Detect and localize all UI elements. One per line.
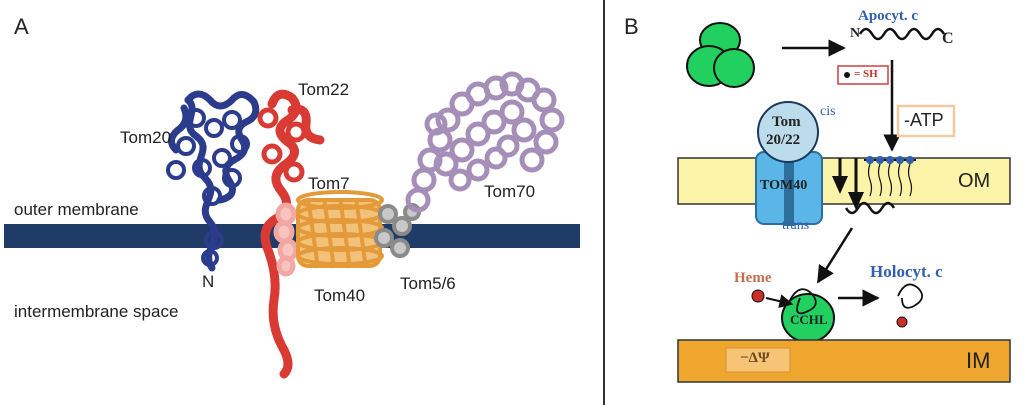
label-trans: trans [782, 218, 810, 233]
label-n-terminus: N [202, 272, 215, 291]
label-im: IM [966, 348, 991, 373]
label-tom-receptor-1: Tom [772, 114, 801, 130]
label-outer-membrane: outer membrane [14, 200, 139, 219]
label-c-term: C [942, 30, 954, 47]
tom56-protein [374, 203, 421, 258]
label-delta-psi: −ΔΨ [740, 350, 770, 366]
label-tom-receptor-2: 20/22 [766, 132, 801, 148]
tom22-coils [257, 107, 307, 183]
tom-receptor [757, 101, 819, 163]
cchl-bound-chain [789, 288, 817, 315]
label-sh: = SH [854, 68, 878, 80]
label-tom20: Tom20 [120, 128, 172, 147]
panel-a: A Tom20 Tom22 Tom7 Tom70 outer membrane … [4, 14, 580, 379]
sh-dot-icon [844, 72, 850, 78]
label-intermembrane-space: intermembrane space [14, 302, 179, 321]
tom22-protein [260, 89, 325, 379]
panel-divider [603, 0, 605, 405]
tom40-channel [784, 150, 794, 226]
label-apocyt: Apocyt. c [858, 8, 918, 24]
panel-a-letter: A [14, 14, 29, 39]
label-tom40-b: TOM40 [760, 178, 808, 193]
delta-psi-box [725, 347, 791, 373]
panel-b-letter: B [624, 14, 639, 39]
label-tom70: Tom70 [484, 182, 536, 201]
ims-chain [844, 201, 896, 215]
ribosome [686, 22, 755, 88]
label-cis: cis [820, 104, 836, 119]
tom7-protein [273, 202, 299, 277]
label-heme: Heme [734, 270, 772, 286]
panel-b-diagram [677, 22, 1011, 383]
panel-b: B Apocyt. c N C = SH -ATP cis Tom 20/22 … [606, 0, 1024, 405]
sh-box [837, 65, 889, 85]
to-cchl-arrow [816, 227, 854, 284]
tom40-barrel [296, 190, 384, 269]
down-arrow-2-icon [848, 192, 864, 210]
label-atp: -ATP [904, 110, 944, 130]
heme-icon [751, 289, 765, 303]
heme-arrow [765, 294, 794, 308]
tom20-coils [166, 108, 250, 267]
label-tom22: Tom22 [298, 80, 350, 99]
holocyt-structure [897, 283, 924, 309]
tom70-protein [405, 71, 565, 213]
label-tom56: Tom5/6 [400, 274, 456, 293]
lipid-anchors [864, 156, 916, 197]
holocyt-heme-icon [896, 316, 908, 328]
apocyt-chain [858, 27, 946, 41]
label-tom40: Tom40 [314, 286, 366, 305]
label-holocyt: Holocyt. c [870, 262, 943, 281]
down-arrow-1-icon [832, 176, 848, 194]
label-om: OM [958, 170, 991, 192]
label-tom7: Tom7 [308, 174, 350, 193]
label-cchl: CCHL [790, 312, 828, 327]
panel-a-diagram [4, 71, 580, 379]
label-n-term: N [850, 26, 861, 41]
atp-box [896, 104, 956, 138]
